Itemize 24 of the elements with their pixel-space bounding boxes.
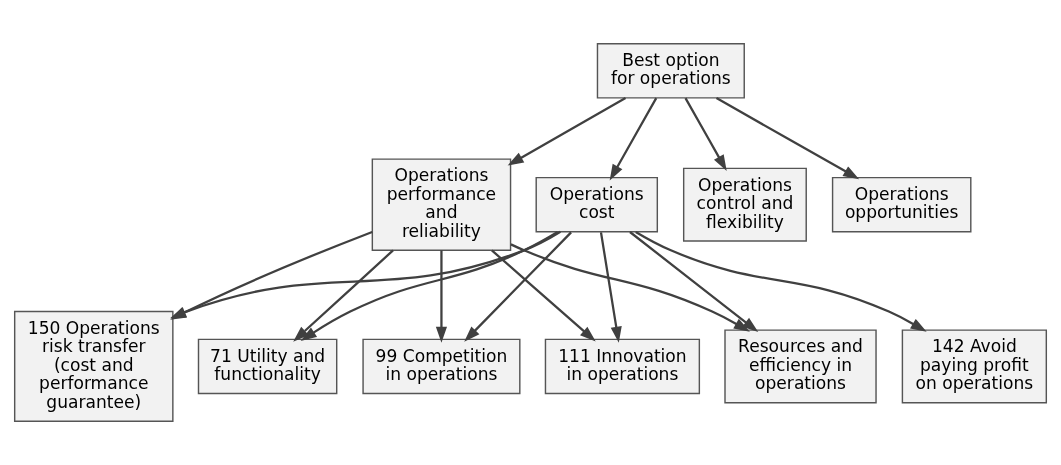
node-box: 71 Utility and functionality	[197, 338, 338, 395]
node-box: Best option for operations	[596, 43, 745, 99]
arrow	[609, 97, 658, 181]
arrow	[510, 243, 750, 332]
node-box: 111 Innovation in operations	[544, 338, 701, 395]
arrow	[293, 249, 394, 342]
node-box: Operations performance and reliability	[371, 158, 512, 251]
node-box: 142 Avoid paying profit on operations	[901, 329, 1048, 404]
arrow	[300, 231, 559, 342]
arrow	[635, 231, 927, 332]
arrow	[491, 249, 596, 342]
node-box: Operations opportunities	[831, 176, 972, 233]
arrow	[507, 97, 627, 166]
node-box: 150 Operations risk transfer (cost and performance guarantee)	[13, 310, 174, 422]
arrow	[464, 231, 572, 342]
arrow	[629, 231, 759, 333]
arrow	[599, 232, 622, 343]
node-box: Operations control and flexibility	[682, 167, 807, 242]
node-box: Operations cost	[535, 176, 659, 233]
arrow	[715, 97, 860, 180]
arrow	[684, 97, 727, 171]
node-box: 99 Competition in operations	[362, 338, 521, 395]
node-box: Resources and efficiency in operations	[724, 329, 877, 404]
arrow	[435, 250, 448, 343]
